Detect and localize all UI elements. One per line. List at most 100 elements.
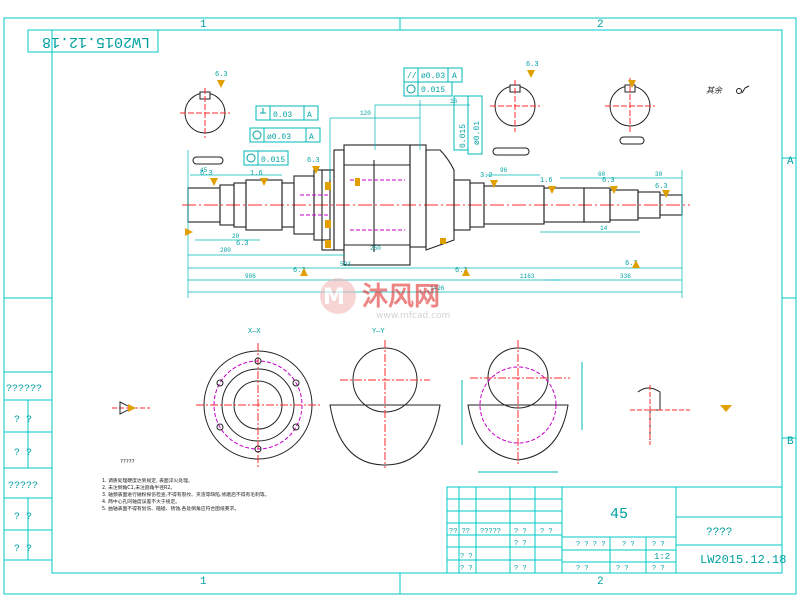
roughness-label-10: 6.3 [455, 267, 468, 275]
zone-label-top-2: 2 [597, 19, 604, 31]
general-roughness-note: 其余 [706, 85, 750, 95]
zone-label-top-1: 1 [200, 19, 207, 31]
tb-row3-4: ? ? [616, 565, 629, 573]
dimension-texts: 1426 1163 906 593 336 280 250 120 45 96 … [200, 98, 663, 292]
key-section-right [605, 78, 655, 145]
tb-row2-2: ? ? [460, 553, 473, 561]
left-revision-table [4, 371, 52, 561]
crankshaft-main-view: 1426 1163 906 593 336 280 250 120 45 96 … [182, 98, 690, 298]
vert-runout-value: ø0.01 [473, 121, 482, 145]
section-third-view [461, 340, 583, 473]
tb-row2-1: ? ? [514, 540, 527, 548]
left-table-cell-4: ????? [8, 481, 38, 492]
section-xx-view: X—X [196, 328, 320, 467]
note-line-4: 4. 两中心孔同轴度误差不大于规定。 [102, 498, 180, 505]
vert-circ-value: 0.015 [459, 124, 468, 148]
dim-text-14: 14 [600, 225, 608, 232]
zone-labels: 1 2 1 2 A B [200, 19, 794, 588]
section-xx-label: X—X [248, 328, 261, 336]
shaft-outline [187, 144, 683, 266]
scale-text: 1:2 [654, 552, 670, 562]
datum-a-2: A [307, 111, 312, 120]
circularity-icon [406, 84, 416, 94]
dim-text-1: 1426 [430, 285, 445, 292]
dim-text-11: 60 [598, 171, 606, 178]
position-value: ø0.03 [267, 133, 291, 142]
key-shape-right [492, 147, 530, 156]
tb-row2-5: ? ? [652, 541, 665, 549]
perp-value: 0.03 [273, 111, 292, 120]
flipped-drawing-number: LW2015.12.18 [27, 29, 159, 53]
dim-text-8: 120 [360, 110, 371, 117]
left-circularity-icon [246, 153, 256, 163]
roughness-label-1: 6.3 [200, 170, 213, 178]
roughness-label-11: 6.3 [625, 260, 638, 268]
title-block [446, 486, 783, 574]
left-circ-value: 0.015 [261, 156, 285, 165]
datum-a-1: A [452, 72, 457, 81]
key-left-roughness: 6.3 [215, 71, 228, 79]
section-yy-view: Y—Y [329, 328, 441, 468]
tolerance-frame-top [403, 67, 463, 97]
key-middle-roughness: 6.3 [526, 61, 539, 69]
tb-row3-5: ? ? [652, 565, 665, 573]
note-line-3: 3. 轴颈表面进行磁粉探伤检查,不得有裂纹、夹渣等缺陷,修磨后不得有毛刺等。 [102, 491, 269, 498]
dim-text-9: 45 [200, 167, 208, 174]
tb-row1-3: ? ? [514, 528, 527, 536]
flipped-drawing-number-text: LW2015.12.18 [42, 33, 150, 50]
tb-row3-1: ? ? [460, 565, 473, 573]
zone-label-side-b: B [787, 436, 794, 448]
general-roughness-text: 其余 [706, 86, 723, 95]
dim-text-10: 96 [500, 167, 508, 174]
roughness-symbols [185, 166, 670, 276]
parallel-symbol: // [407, 72, 417, 81]
tb-row1-4: ? ? [540, 528, 553, 536]
roughness-label-9: 6.3 [293, 267, 306, 275]
left-table-cell-3: ? ? [14, 448, 32, 459]
part-name-text: ???? [706, 527, 732, 539]
tolerance-frame-left [243, 105, 321, 166]
section-yy-label: Y—Y [372, 328, 385, 336]
dim-text-6: 280 [220, 247, 231, 254]
roughness-label-4: 3.2 [480, 172, 493, 180]
technical-notes: ????? 1. 调质处理硬度达到规定, 表面淬火处理。 2. 未注倒角C1,未… [102, 459, 269, 512]
datum-a-3: A [309, 133, 314, 142]
tb-row3-3: ? ? [576, 565, 589, 573]
roughness-label-7: 6.3 [655, 183, 668, 191]
left-table-cell-5: ? ? [14, 512, 32, 523]
left-table-cell-6: ? ? [14, 544, 32, 555]
dim-text-3: 906 [245, 273, 256, 280]
drawing-no-text: LW2015.12.18 [700, 553, 786, 567]
hole-marks [325, 178, 446, 248]
dim-text-12: 30 [655, 171, 663, 178]
roughness-label-6: 6.3 [602, 177, 615, 185]
left-table-cell-1: ?????? [6, 384, 42, 395]
dim-text-4: 593 [340, 261, 351, 268]
roughness-label-5: 1.6 [540, 177, 553, 185]
watermark: M 沐风网 www.mfcad.com [320, 278, 450, 321]
note-line-5: 5. 曲轴表面不得有划伤、磕碰、锈蚀,各处倒角应符合图纸要求。 [102, 505, 239, 512]
key-shape-left [192, 156, 224, 165]
zone-label-bottom-2: 2 [597, 576, 604, 588]
circularity-value: 0.015 [421, 86, 445, 95]
key-section-middle: 6.3 [490, 61, 540, 132]
roughness-label-3: 6.3 [307, 157, 320, 165]
parallel-value: ø0.03 [421, 72, 445, 81]
sheet-frame [3, 17, 797, 595]
roughness-labels: 6.3 1.6 6.3 3.2 1.6 6.3 6.3 6.3 6.3 6.3 … [200, 157, 668, 275]
tb-row2-4: ? ? [622, 541, 635, 549]
tolerance-frame-vertical [453, 95, 483, 155]
watermark-logo-letter: M [323, 285, 345, 310]
tb-row2-3: ? ? ? ? [576, 541, 605, 549]
note-line-2: 2. 未注倒角C1,未注圆角半径R2。 [102, 484, 175, 491]
position-icon [252, 130, 262, 140]
roughness-label-8: 6.3 [236, 240, 249, 248]
dim-text-5: 336 [620, 273, 631, 280]
zone-label-side-a: A [787, 156, 794, 168]
note-line-1: 1. 调质处理硬度达到规定, 表面淬火处理。 [102, 477, 193, 484]
dim-text-7: 250 [370, 245, 381, 252]
tb-row1-1: ?? ?? [449, 528, 470, 536]
zone-label-bottom-1: 1 [200, 576, 207, 588]
tolerance-frames: // ø0.03 A 0.015 0.03 A ø0.03 A 0.015 0.… [243, 67, 483, 166]
